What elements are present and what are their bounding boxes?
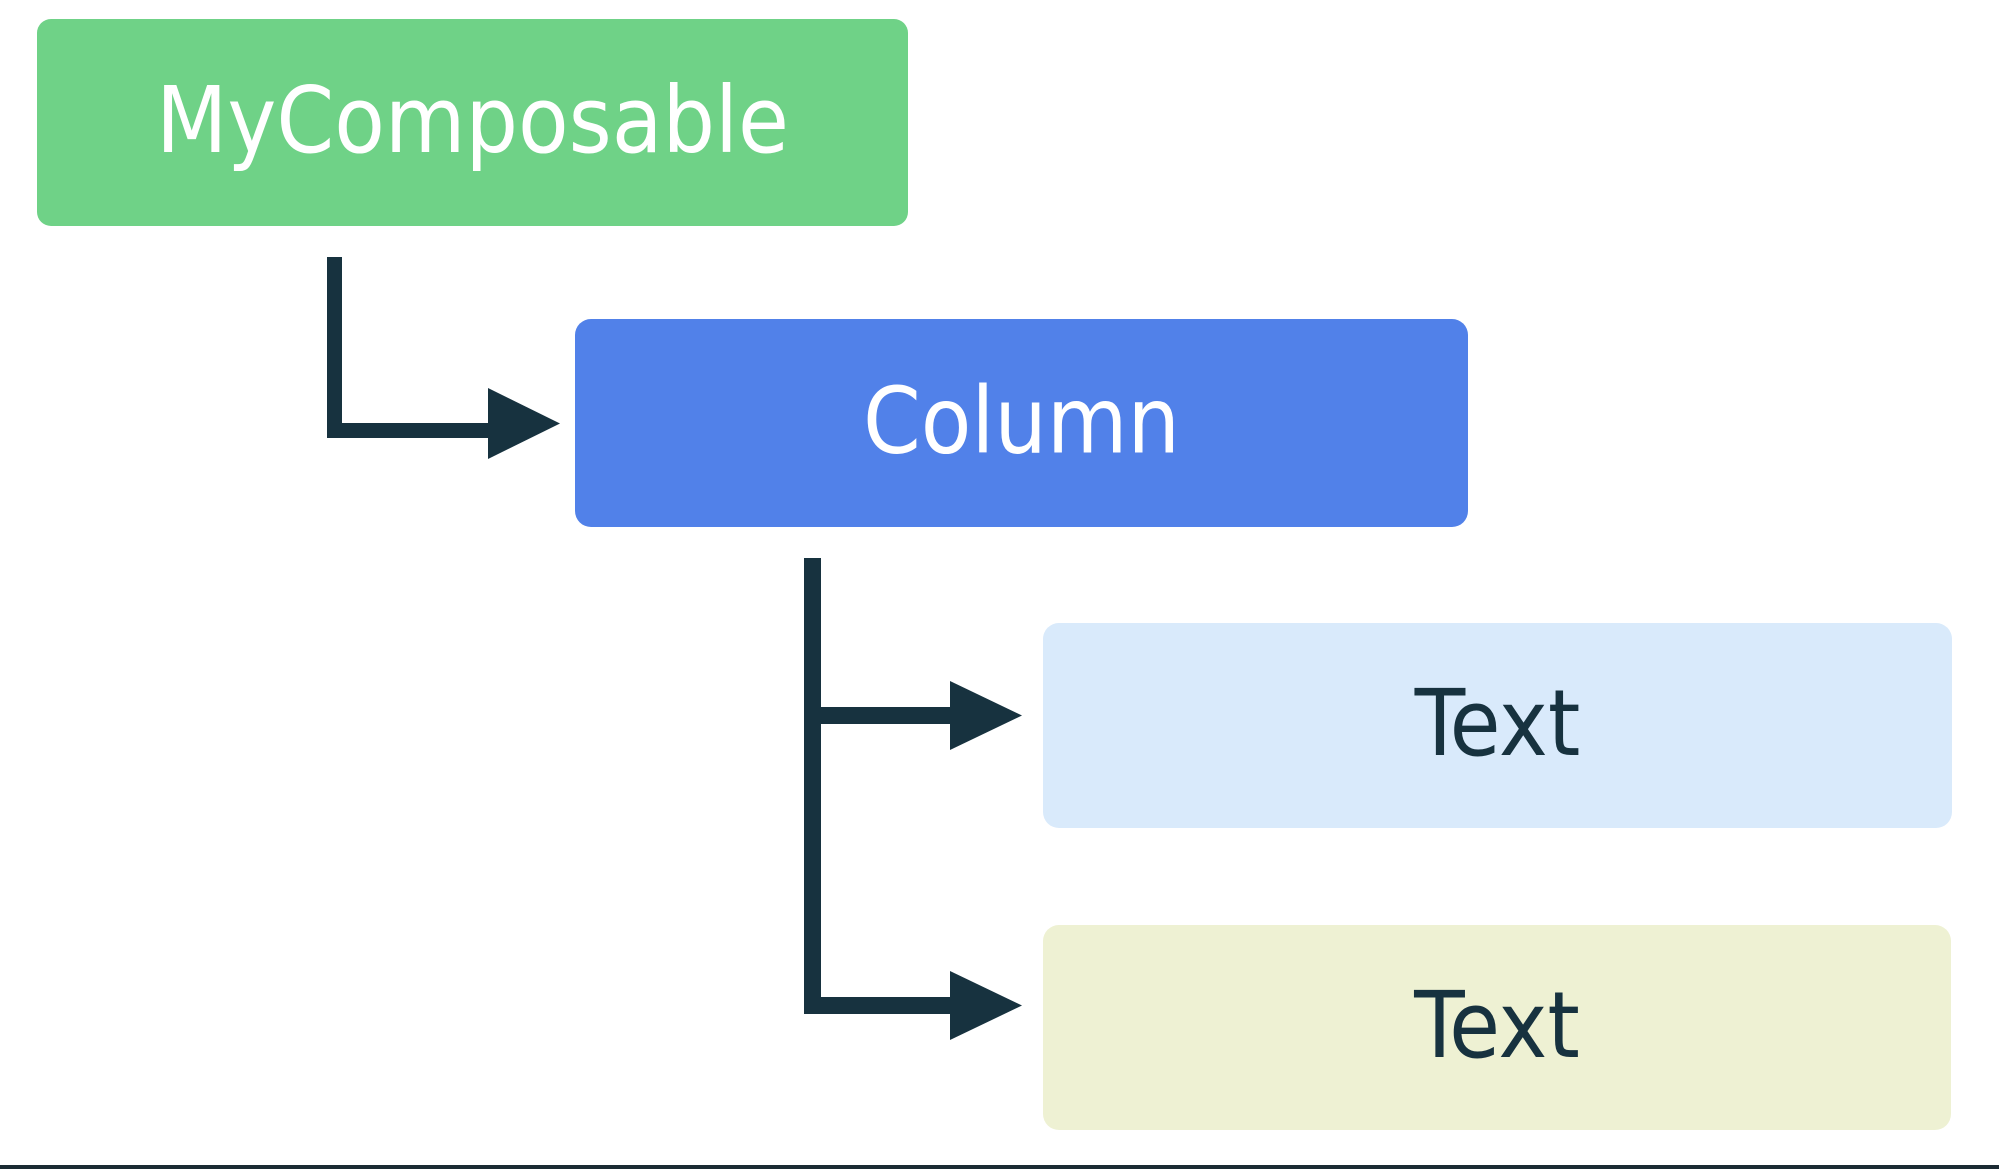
node-my-composable-label: MyComposable [156,67,789,174]
bottom-divider [0,1165,1999,1169]
node-text-1[interactable]: Text [1043,623,1952,828]
node-text-1-box[interactable] [1043,623,1952,828]
edge-column-children-trunk [804,558,821,1014]
node-my-composable-box[interactable] [37,19,908,226]
node-text-2-box[interactable] [1043,925,1951,1130]
node-column[interactable]: Column [575,319,1468,527]
edge-column-children [804,558,1022,1040]
node-column-label: Column [863,367,1180,474]
edge-column-text1-branch [804,707,957,724]
edge-column-text2-arrowhead [950,971,1022,1040]
node-text-2-label: Text [1413,972,1580,1079]
node-text-1-label: Text [1414,670,1581,777]
edge-column-text1-arrowhead [950,681,1022,750]
edge-mycomposable-column-elbow [327,257,497,438]
edge-mycomposable-column-arrowhead [488,388,560,459]
node-my-composable[interactable]: MyComposable [37,19,908,226]
edge-mycomposable-column [327,257,560,459]
edge-column-text2-branch [804,997,957,1014]
node-column-box[interactable] [575,319,1468,527]
node-text-2[interactable]: Text [1043,925,1951,1130]
